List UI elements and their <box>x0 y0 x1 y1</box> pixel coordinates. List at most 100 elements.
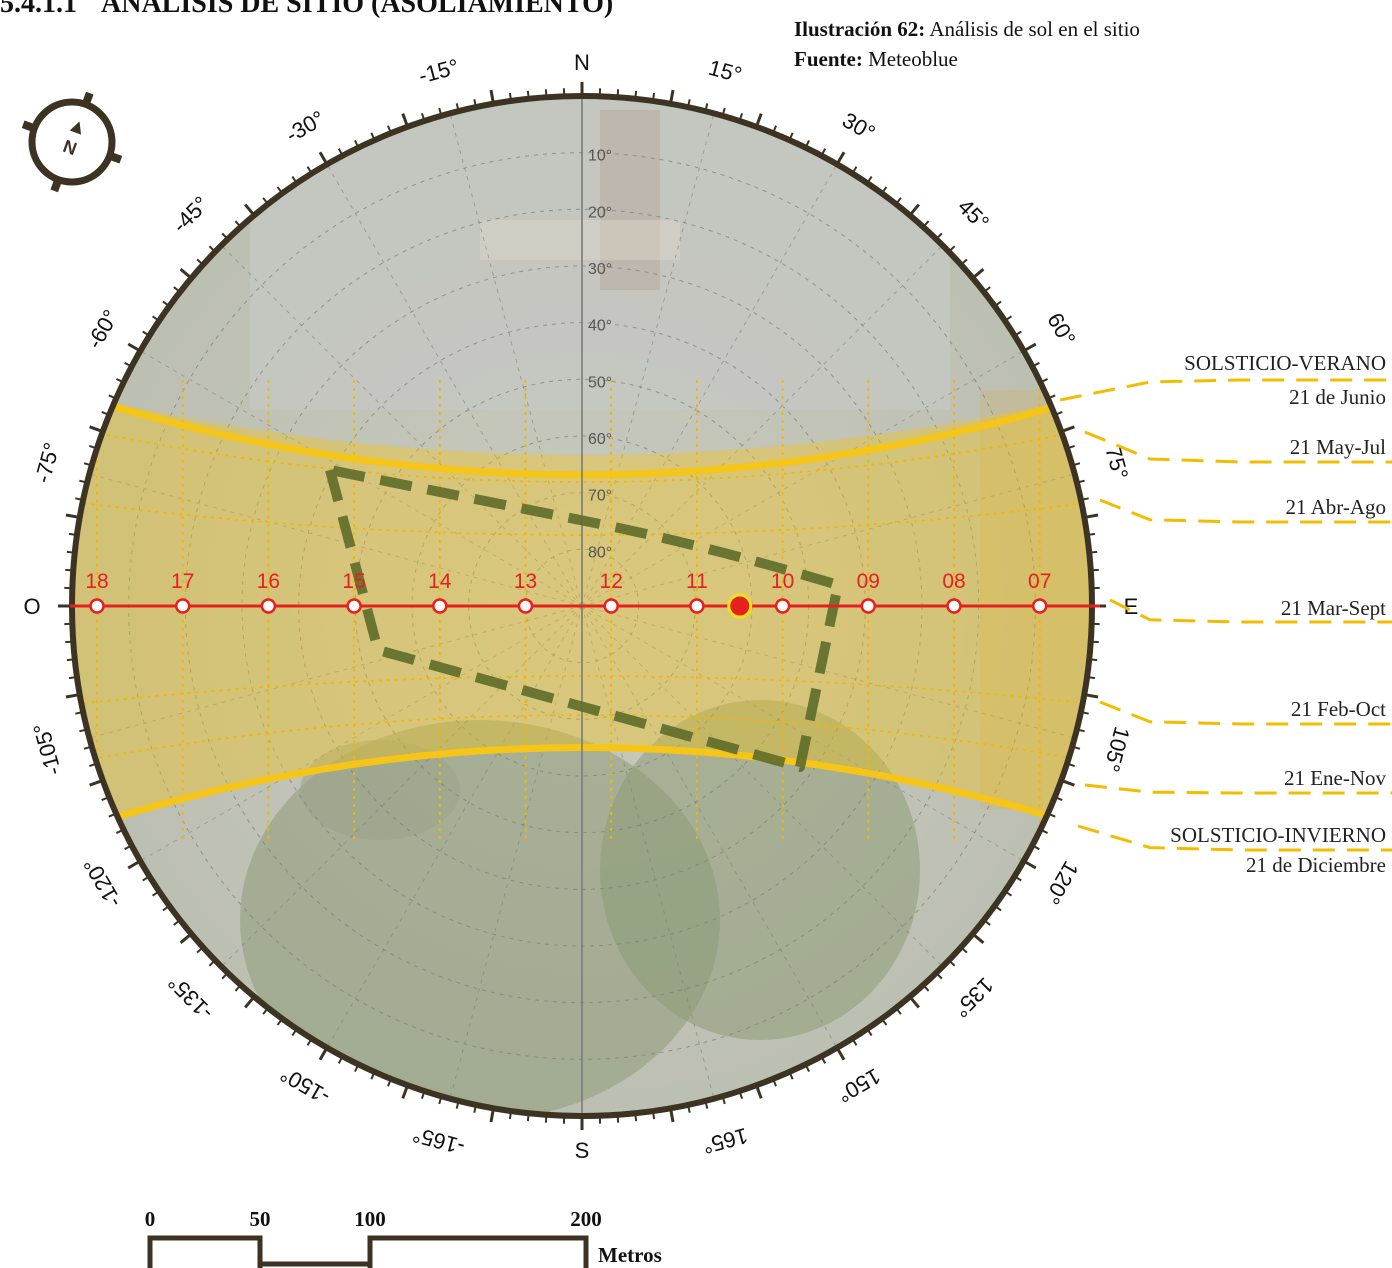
dial-tick <box>960 946 968 954</box>
dial-tick <box>401 1084 409 1099</box>
hour-label: 14 <box>428 570 452 593</box>
dial-tick <box>1039 378 1049 384</box>
summer-solstice-arc <box>72 386 1092 479</box>
dial-tick <box>276 186 284 194</box>
azimuth-label: -135° <box>163 970 218 1025</box>
hour-point <box>432 598 448 614</box>
dial-tick <box>455 103 460 112</box>
dial-tick <box>151 890 160 897</box>
azimuth-label: 105° <box>1099 724 1135 774</box>
dial-tick <box>922 984 930 992</box>
dial-tick <box>508 92 513 102</box>
dial-tick <box>65 640 74 644</box>
dial-tick <box>948 245 956 253</box>
dial-tick <box>1076 728 1085 733</box>
dial-tick <box>669 1107 675 1123</box>
dial-tick <box>221 232 229 240</box>
azimuth-ray <box>581 350 1024 607</box>
dial-tick <box>234 220 242 228</box>
dial-tick <box>244 203 256 217</box>
dial-tick <box>1054 411 1063 416</box>
dial-tick <box>473 1104 477 1113</box>
altitude-label: 30° <box>588 261 612 278</box>
azimuth-label: 15° <box>706 55 745 88</box>
dial-tick <box>124 844 133 851</box>
east-label: E <box>1124 594 1139 619</box>
azimuth-ray <box>89 473 583 607</box>
sun-position-marker <box>727 593 753 619</box>
hour-point <box>517 598 534 614</box>
dial-tick <box>79 728 88 733</box>
dial-tick <box>960 258 968 266</box>
azimuth-ray <box>326 164 583 607</box>
dial-tick <box>1066 762 1075 768</box>
dial-tick <box>1089 658 1098 662</box>
dial-tick <box>851 1037 858 1046</box>
legend-leader-line <box>1084 783 1392 795</box>
scale-tick-100: 100 <box>354 1207 386 1231</box>
azimuth-label: -165° <box>410 1122 468 1160</box>
dial-tick <box>318 151 329 166</box>
dial-tick <box>1039 828 1049 834</box>
altitude-labels: 10°20°30°40°50°60°70°80° <box>588 148 612 562</box>
dial-tick <box>820 148 827 157</box>
dial-tick <box>1076 479 1085 484</box>
dial-tick <box>866 1028 873 1037</box>
dial-tick <box>387 1078 392 1087</box>
azimuth-ray <box>449 605 583 1099</box>
dial-tick <box>75 711 84 715</box>
band-grid <box>72 380 1092 840</box>
hour-label: 15 <box>342 570 365 593</box>
legend-label: 21 Ene-Nov <box>1284 766 1387 790</box>
dial-tick <box>196 258 204 266</box>
dial-tick <box>544 89 548 98</box>
dial-tick <box>895 197 902 205</box>
legend-leader-line <box>1099 700 1392 726</box>
legend-label: 21 de Diciembre <box>1246 853 1386 877</box>
azimuth-label: -120° <box>78 854 126 912</box>
azimuth-label: -30° <box>281 106 329 148</box>
dial-tick <box>721 107 726 117</box>
dial-tick <box>173 286 181 293</box>
dial-tick <box>1060 779 1075 787</box>
dial-tick <box>337 148 344 157</box>
dial-tick <box>1060 425 1075 433</box>
azimuth-label: 135° <box>949 973 999 1023</box>
winter-solstice-arc <box>72 744 1092 839</box>
dial-tick <box>1022 859 1037 870</box>
legend-label: 21 de Junio <box>1289 385 1386 409</box>
hour-label: 16 <box>257 570 280 593</box>
dial-tick <box>526 1113 530 1122</box>
hour-label: 18 <box>85 570 108 593</box>
dial-tick <box>83 745 93 750</box>
dial-tick <box>721 1095 726 1105</box>
dial-tick <box>115 378 125 384</box>
dial-tick <box>687 1104 691 1113</box>
source-label: Fuente: <box>794 47 863 71</box>
dial-tick <box>65 513 81 519</box>
dial-tick <box>651 1110 656 1120</box>
dial-tick <box>89 444 98 450</box>
caption-line: Ilustración 62: Análisis de sol en el si… <box>794 14 1140 44</box>
dial-tick <box>804 139 810 149</box>
dial-tick <box>124 361 133 368</box>
dial-tick <box>935 232 943 240</box>
legend-title: SOLSTICIO-VERANO <box>1184 351 1386 375</box>
dial-tick <box>738 113 744 122</box>
azimuth-label: -60° <box>82 305 124 353</box>
azimuth-label: 150° <box>833 1063 885 1107</box>
dial-tick <box>880 1018 888 1026</box>
hour-point <box>774 598 791 614</box>
dial-tick <box>127 342 142 353</box>
dial-tick <box>108 394 117 400</box>
azimuth-ray <box>581 605 1024 862</box>
scale-tick-50: 50 <box>250 1207 271 1231</box>
dial-tick <box>788 132 794 141</box>
azimuth-label: 45° <box>953 194 994 235</box>
hour-point <box>346 598 362 614</box>
dial-tick <box>196 946 204 954</box>
dial-tick <box>101 411 110 416</box>
dial-tick <box>755 1084 763 1099</box>
date-curve <box>72 675 1092 707</box>
dial-tick <box>1090 568 1099 572</box>
